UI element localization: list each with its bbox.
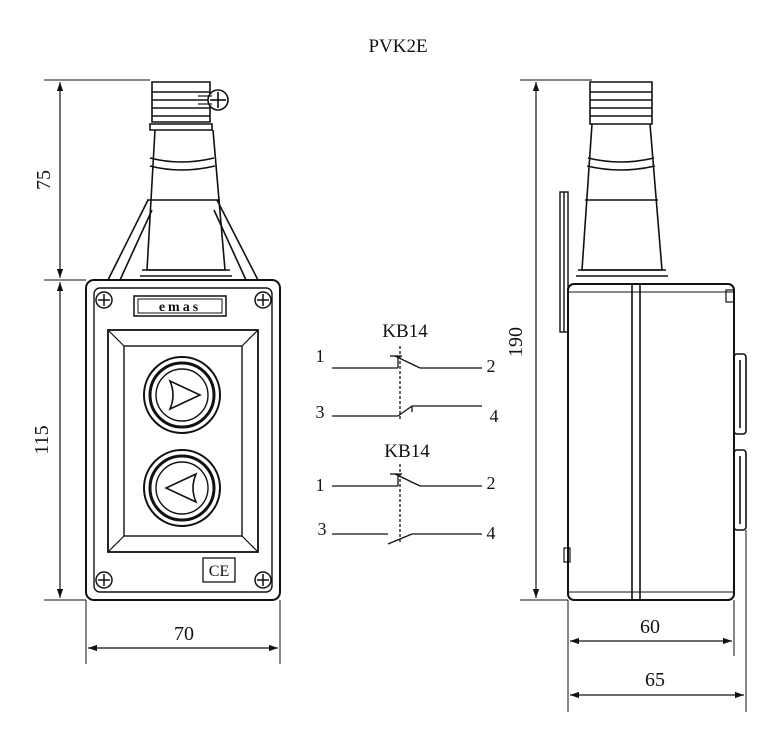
screw-icon [95, 571, 113, 589]
dimension-body-height: 115 [31, 282, 86, 601]
right-triangle-icon [168, 379, 202, 411]
side-view: 190 60 65 [505, 79, 747, 712]
screw-icon [254, 291, 272, 309]
schematic-1-terminal-3: 3 [316, 402, 325, 422]
dimension-total-height: 190 [505, 79, 592, 601]
brand-logo-text: emas [159, 300, 201, 315]
button-panel-outer [107, 329, 259, 553]
schematic-2-terminal-3: 3 [318, 519, 327, 539]
dim-width-label: 70 [174, 623, 194, 645]
dimension-width: 70 [85, 600, 281, 664]
cable-gland [107, 81, 259, 281]
clamp-screw-icon [198, 89, 229, 111]
dimension-depth-65: 65 [570, 530, 747, 712]
ce-mark: CE [202, 557, 236, 583]
dim-total-height-label: 190 [505, 327, 527, 357]
brand-logo: emas [133, 295, 227, 317]
schematic-2-terminal-2: 2 [487, 473, 496, 493]
ce-mark-text: CE [209, 563, 229, 580]
side-button-1 [733, 353, 747, 435]
front-view: emas CE [31, 79, 281, 664]
enclosure-inner [93, 287, 273, 593]
schematic-1-terminal-4: 4 [490, 406, 499, 426]
button-panel-inner [123, 345, 243, 537]
side-button-2 [733, 449, 747, 531]
dim-depth-60-label: 60 [640, 616, 660, 638]
schematic-2: KB14 1 2 3 4 [316, 441, 496, 545]
schematic-1-label: KB14 [382, 321, 428, 342]
dim-body-height-label: 115 [31, 425, 53, 454]
side-body [567, 283, 735, 601]
corner-screws [95, 291, 272, 589]
schematic-2-terminal-4: 4 [487, 523, 496, 543]
screw-icon [95, 291, 113, 309]
dimension-top-height: 75 [33, 79, 150, 281]
drawing-title: PVK2E [368, 36, 427, 57]
left-triangle-icon [164, 472, 198, 504]
dim-depth-65-label: 65 [645, 669, 665, 691]
enclosure-outer [85, 279, 281, 601]
dim-top-height-label: 75 [33, 170, 55, 190]
schematic-1-terminal-1: 1 [316, 346, 325, 366]
dimension-depth-60: 60 [567, 600, 735, 712]
schematic-1-terminal-2: 2 [487, 356, 496, 376]
screw-icon [254, 571, 272, 589]
schematic-2-terminal-1: 1 [316, 475, 325, 495]
schematic-2-label: KB14 [384, 441, 430, 462]
schematic-1: KB14 1 2 3 4 [316, 321, 499, 426]
push-button-left[interactable] [143, 449, 221, 527]
push-button-right[interactable] [143, 356, 221, 434]
